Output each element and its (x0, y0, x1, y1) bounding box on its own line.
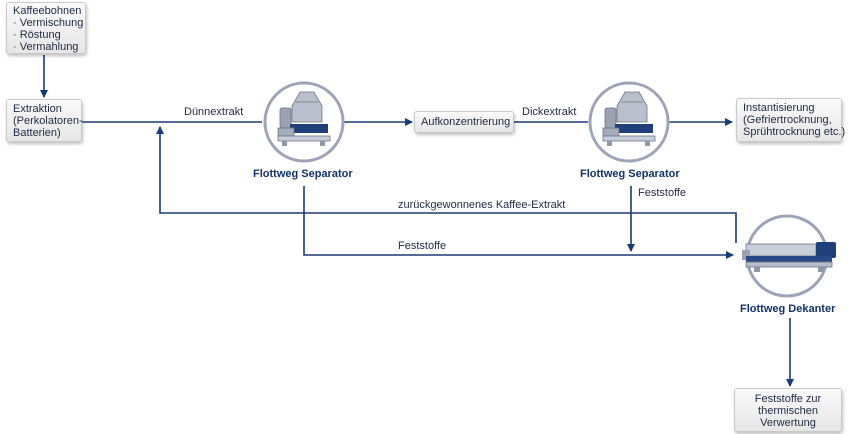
separator-1-caption: Flottweg Separator (253, 168, 353, 180)
thick-extract-label: Dickextrakt (522, 106, 577, 118)
beans-box: Kaffeebohnen · Vermischung · Röstung · V… (6, 2, 86, 54)
separator-icon (588, 81, 670, 163)
solids-out-line: thermischen (758, 405, 818, 417)
recovered-extract-label: zurückgewonnenes Kaffee-Extrakt (398, 199, 566, 211)
flow-solids-sep1 (303, 186, 734, 259)
concentration-box: Aufkonzentrierung (414, 111, 514, 133)
solids-out-box: Feststoffe zur thermischen Verwertung (734, 388, 842, 432)
flow-recovered-extract (156, 126, 737, 243)
instant-line: Sprühtrocknung etc.) (743, 126, 846, 138)
extraction-line: (Perkolatoren- (13, 115, 83, 127)
thin-extract-label: Dünnextrakt (184, 106, 244, 118)
extraction-box: Extraktion (Perkolatoren- Batterien) (6, 99, 83, 142)
instant-line: (Gefriertrocknung, (743, 114, 832, 126)
beans-title: Kaffeebohnen (13, 5, 82, 17)
instant-line: Instantisierung (743, 102, 815, 114)
solids-label-2: Feststoffe (638, 187, 687, 199)
separator-2-caption: Flottweg Separator (580, 168, 680, 180)
decanter-caption: Flottweg Dekanter (740, 303, 836, 315)
separator-icon (263, 81, 345, 163)
extraction-line: Batterien) (13, 127, 61, 139)
beans-item: · Röstung (13, 29, 61, 41)
solids-out-line: Feststoffe zur (754, 393, 822, 405)
decanter-icon (742, 214, 836, 298)
extraction-line: Extraktion (13, 103, 62, 115)
beans-item: · Vermahlung (13, 41, 79, 53)
solids-out-line: Verwertung (760, 417, 816, 429)
solids-label-1: Feststoffe (398, 240, 447, 252)
concentration-label: Aufkonzentrierung (421, 116, 511, 128)
beans-item: · Vermischung (13, 17, 84, 29)
instant-box: Instantisierung (Gefriertrocknung, Sprüh… (736, 98, 846, 142)
